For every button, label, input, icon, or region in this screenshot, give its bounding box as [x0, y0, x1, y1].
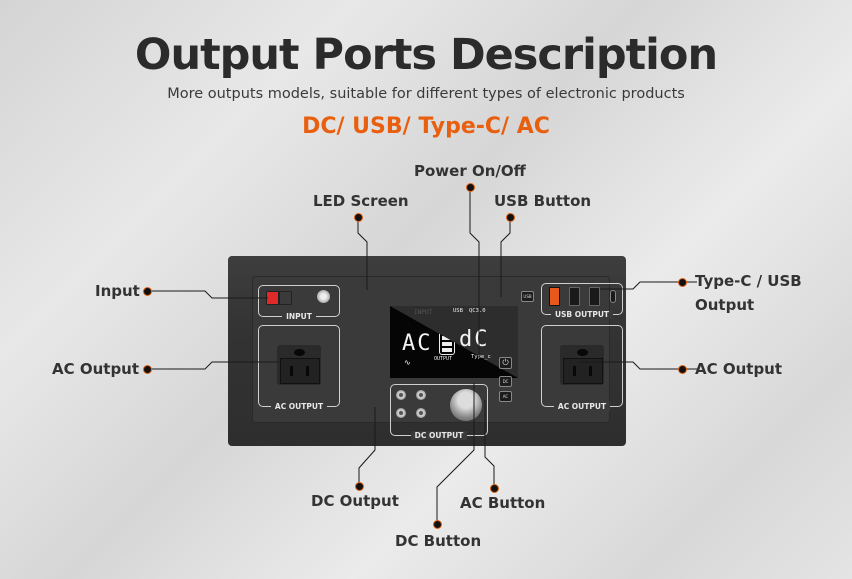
dc-5521-port[interactable] — [416, 390, 426, 400]
ac-output-left-label: AC OUTPUT — [270, 402, 328, 411]
leader-input — [148, 290, 268, 299]
callout-dot-input — [143, 287, 152, 296]
callout-led-screen: LED Screen — [313, 192, 409, 210]
ac-socket-right[interactable] — [560, 345, 604, 385]
port-types-heading: DC/ USB/ Type-C/ AC — [302, 114, 550, 139]
callout-dot-usb — [506, 213, 515, 222]
leader-usb — [500, 217, 511, 297]
lcd-dc-readout: dC — [459, 327, 490, 352]
lcd-ac-readout: AC — [402, 331, 433, 356]
usb-c-port[interactable] — [610, 290, 616, 303]
page-title: Output Ports Description — [134, 30, 718, 80]
leader-dc-button — [436, 383, 475, 524]
car-charger-port[interactable] — [450, 389, 482, 421]
ac-button[interactable]: AC — [499, 391, 512, 402]
usb-output-label: USB OUTPUT — [550, 310, 614, 319]
callout-dot-led — [354, 213, 363, 222]
callout-dot-power — [466, 183, 475, 192]
power-station-front-panel: INPUT AC OUTPUT AC OUTPUT ∿ — [228, 256, 626, 446]
power-button[interactable]: ⏻ — [499, 357, 512, 369]
leader-dc-output — [358, 407, 376, 486]
lcd-ac-wave-icon: ∿ — [404, 358, 411, 367]
input-port-label: INPUT — [282, 312, 316, 321]
callout-typec-usb-line2: Output — [695, 296, 755, 314]
leader-power — [469, 187, 480, 358]
callout-dc-output: DC Output — [311, 492, 399, 510]
usb-a-port[interactable] — [569, 287, 580, 306]
dc-output-label: DC OUTPUT — [410, 431, 468, 440]
panel-inset: INPUT AC OUTPUT AC OUTPUT ∿ — [253, 277, 623, 440]
lcd-qc-label: QC3.0 — [469, 308, 486, 314]
callout-dot-dc-output — [355, 482, 364, 491]
callout-dot-ac-right — [678, 365, 687, 374]
ac-output-right-group: AC OUTPUT — [541, 325, 623, 411]
callout-power: Power On/Off — [414, 162, 526, 180]
dc-input-jack[interactable] — [317, 290, 330, 303]
lcd-usb-label: USB — [453, 308, 463, 314]
callout-typec-usb-line1: Type-C / USB — [695, 272, 802, 290]
callout-ac-button: AC Button — [460, 494, 546, 512]
callout-ac-output-right: AC Output — [695, 360, 783, 378]
page-subtitle: More outputs models, suitable for differ… — [167, 86, 685, 102]
ac-output-left-group: AC OUTPUT — [258, 325, 340, 411]
dc-5521-port[interactable] — [396, 390, 406, 400]
leader-ac-button — [484, 400, 495, 488]
anderson-input-port[interactable] — [266, 291, 292, 305]
lcd-input-label: INPUT — [414, 309, 433, 316]
input-port-group: INPUT — [258, 285, 340, 321]
dc-button[interactable]: DC — [499, 376, 512, 387]
callout-ac-output-left: AC Output — [52, 360, 140, 378]
callout-usb-button: USB Button — [494, 192, 592, 210]
leader-ac-left — [148, 361, 279, 370]
leader-typec — [600, 281, 697, 290]
dc-output-group: DC OUTPUT — [390, 384, 488, 440]
ac-socket-left[interactable] — [277, 345, 321, 385]
callout-dc-button: DC Button — [395, 532, 482, 550]
leader-ac-right — [579, 361, 697, 370]
lcd-typec-label: Type_c — [471, 354, 491, 360]
dc-5521-port[interactable] — [396, 408, 406, 418]
callout-input: Input — [95, 282, 140, 300]
ac-output-right-label: AC OUTPUT — [553, 402, 611, 411]
callout-dot-ac-button — [490, 484, 499, 493]
usb-button[interactable]: USB — [521, 291, 534, 302]
usb-a-port[interactable] — [589, 287, 600, 306]
callout-dot-ac-left — [143, 365, 152, 374]
usb-output-group: USB OUTPUT — [541, 283, 623, 319]
callout-dot-dc-button — [433, 520, 442, 529]
dc-5521-port[interactable] — [416, 408, 426, 418]
lcd-output-label: OUTPUT — [434, 356, 453, 362]
callout-dot-typec — [678, 278, 687, 287]
usb-qc-port[interactable] — [549, 287, 560, 306]
leader-led — [357, 217, 368, 290]
